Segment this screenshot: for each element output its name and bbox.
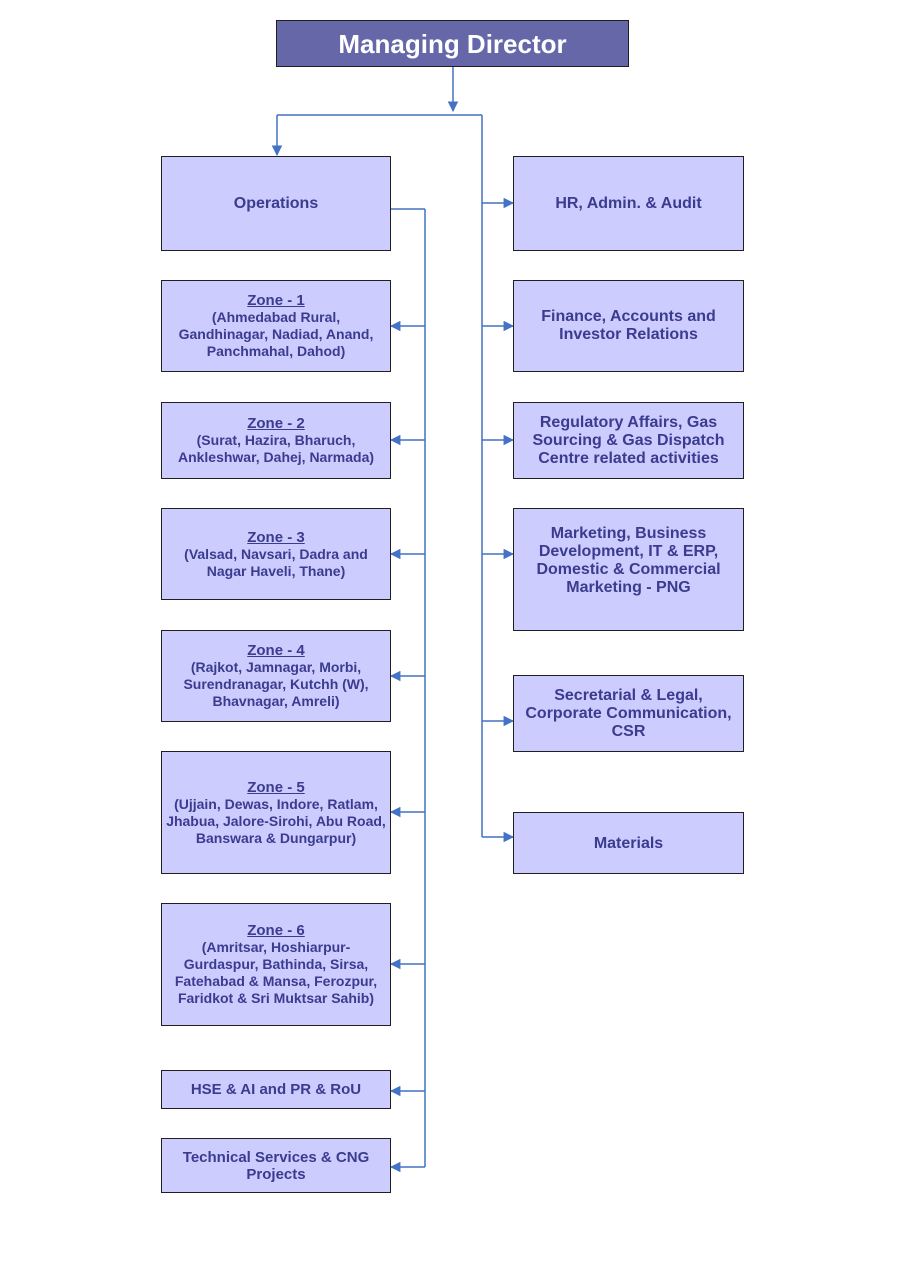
zone-2-areas: (Surat, Hazira, Bharuch, Ankleshwar, Dah…: [177, 432, 375, 465]
zone-1-box: Zone - 1 (Ahmedabad Rural, Gandhinagar, …: [161, 280, 391, 372]
technical-services-label: Technical Services & CNG Projects: [182, 1148, 370, 1183]
zone-2-box: Zone - 2 (Surat, Hazira, Bharuch, Ankles…: [161, 402, 391, 479]
zone-4-areas: (Rajkot, Jamnagar, Morbi, Surendranagar,…: [183, 659, 369, 709]
zone-6-title: Zone - 6: [247, 922, 305, 939]
technical-services-box: Technical Services & CNG Projects: [161, 1138, 391, 1193]
operations-label: Operations: [233, 195, 319, 212]
dept-marketing-box: Marketing, Business Development, IT & ER…: [513, 508, 744, 631]
managing-director-label: Managing Director: [338, 28, 567, 59]
zone-1-title: Zone - 1: [247, 292, 305, 309]
zone-1-areas: (Ahmedabad Rural, Gandhinagar, Nadiad, A…: [178, 309, 374, 359]
zone-4-box: Zone - 4 (Rajkot, Jamnagar, Morbi, Suren…: [161, 630, 391, 722]
hse-box: HSE & AI and PR & RoU: [161, 1070, 391, 1109]
dept-finance-box: Finance, Accounts and Investor Relations: [513, 280, 744, 372]
zone-3-title: Zone - 3: [247, 528, 305, 546]
zone-4-title: Zone - 4: [247, 642, 305, 659]
zone-6-box: Zone - 6 (Amritsar, Hoshiarpur-Gurdaspur…: [161, 903, 391, 1026]
dept-materials-box: Materials: [513, 812, 744, 874]
zone-3-areas: (Valsad, Navsari, Dadra and Nagar Haveli…: [184, 545, 368, 579]
dept-secretarial-label: Secretarial & Legal, Corporate Communica…: [525, 686, 732, 740]
dept-hr-box: HR, Admin. & Audit: [513, 156, 744, 251]
zone-3-box: Zone - 3 (Valsad, Navsari, Dadra and Nag…: [161, 508, 391, 600]
zone-6-areas: (Amritsar, Hoshiarpur-Gurdaspur, Bathind…: [174, 939, 378, 1006]
zone-5-title: Zone - 5: [247, 778, 305, 796]
managing-director-box: Managing Director: [276, 20, 629, 67]
dept-regulatory-label: Regulatory Affairs, Gas Sourcing & Gas D…: [532, 413, 725, 467]
dept-marketing-label: Marketing, Business Development, IT & ER…: [536, 525, 721, 596]
dept-materials-label: Materials: [593, 834, 664, 852]
operations-box: Operations: [161, 156, 391, 251]
zone-2-title: Zone - 2: [247, 415, 305, 432]
zone-5-areas: (Ujjain, Dewas, Indore, Ratlam, Jhabua, …: [166, 795, 386, 846]
dept-finance-label: Finance, Accounts and Investor Relations: [541, 308, 716, 343]
zone-5-box: Zone - 5 (Ujjain, Dewas, Indore, Ratlam,…: [161, 751, 391, 874]
hse-label: HSE & AI and PR & RoU: [190, 1081, 362, 1098]
dept-hr-label: HR, Admin. & Audit: [555, 195, 702, 212]
dept-regulatory-box: Regulatory Affairs, Gas Sourcing & Gas D…: [513, 402, 744, 479]
dept-secretarial-box: Secretarial & Legal, Corporate Communica…: [513, 675, 744, 752]
